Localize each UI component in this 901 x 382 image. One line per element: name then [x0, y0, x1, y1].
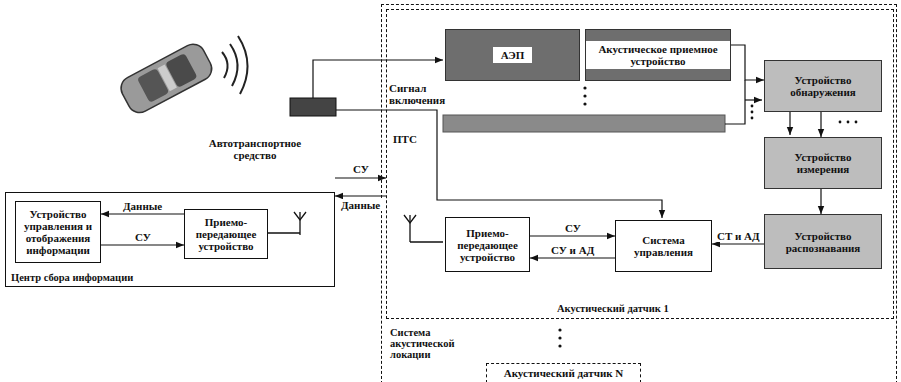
- signal-label: СУ и АД: [549, 244, 596, 256]
- signal-arrow: [101, 213, 184, 214]
- bus-arrow: [745, 99, 762, 100]
- box-label: Акустический датчик N: [504, 367, 624, 379]
- vehicle-body: [117, 40, 216, 117]
- vehicle-illustration: [117, 40, 216, 117]
- annotation-label: Автотранспортное средство: [205, 137, 305, 161]
- process-box: Акустическое приемное устройство: [585, 29, 731, 81]
- antenna-mast: [409, 215, 410, 242]
- box-label: Устройство измерения: [768, 151, 878, 175]
- antenna-feed: [267, 232, 300, 233]
- dot: [751, 105, 754, 108]
- signal-label: СУ: [133, 231, 153, 243]
- antenna: [267, 212, 306, 235]
- dot: [558, 328, 561, 331]
- dot: [751, 117, 754, 120]
- frame-title: Центр сбора информации: [11, 272, 133, 283]
- dot: [839, 121, 842, 124]
- presence-sensor: [290, 98, 336, 116]
- signal-arrow: [712, 243, 764, 244]
- signal-arrow: [820, 112, 821, 137]
- antenna-head: [404, 215, 416, 223]
- antenna: [404, 215, 443, 242]
- frame-title: Акустический датчик 1: [557, 303, 669, 314]
- bus-arrow: [789, 110, 790, 135]
- dot: [583, 94, 586, 97]
- process-box: Система управления: [615, 220, 712, 272]
- sound-wave: [222, 52, 228, 78]
- box-label: Устройство управления и отображения инфо…: [19, 208, 97, 256]
- dot: [847, 121, 850, 124]
- sensor-frame: Акустический датчик N: [486, 363, 641, 382]
- signal-arrow: [101, 244, 184, 245]
- box-label: Приемо-передающее устройство: [449, 227, 526, 263]
- antenna-head: [294, 212, 306, 220]
- dot: [583, 102, 586, 105]
- signal-arrow: [731, 45, 764, 80]
- dot: [751, 111, 754, 114]
- process-box: Устройство измерения: [764, 137, 882, 189]
- dot: [558, 336, 561, 339]
- sound-wave: [230, 44, 238, 86]
- sensor-frame: Акустический датчик 1 АЭП Акустическое при…: [386, 9, 894, 319]
- frame-title: Система акустической локации: [390, 327, 470, 360]
- repeated-receiver-row: [443, 115, 725, 132]
- dot: [583, 86, 586, 89]
- dot: [855, 121, 858, 124]
- annotation-label: ПТС: [393, 133, 417, 145]
- signal-label: СУ: [563, 222, 583, 234]
- vehicle-roof: [158, 65, 177, 92]
- box-label: Приемо-передающее устройство: [188, 216, 264, 252]
- signal-label: Данные: [339, 199, 382, 211]
- box-label: Система управления: [619, 234, 708, 258]
- signal-arrow: [530, 235, 615, 236]
- process-box: АЭП: [445, 29, 580, 81]
- box-label: Устройство обнаружения: [768, 74, 878, 98]
- bus-wire: [725, 80, 745, 124]
- box-label: Акустическое приемное устройство: [586, 41, 730, 69]
- signal-label: СТ и АД: [715, 230, 762, 242]
- process-box: Устройство управления и отображения инфо…: [15, 201, 101, 263]
- process-box: Устройство распознавания: [764, 214, 882, 269]
- dot: [558, 344, 561, 347]
- antenna-mast: [299, 212, 300, 235]
- signal-label: СУ: [351, 163, 371, 175]
- signal-arrow: [820, 189, 821, 214]
- box-label: АЭП: [493, 47, 533, 63]
- sound-wave: [238, 36, 248, 94]
- annotation-label: Сигнал включения: [389, 82, 449, 106]
- signal-label: Данные: [121, 200, 164, 212]
- process-box: Приемо-передающее устройство: [445, 217, 530, 272]
- process-box: Приемо-передающее устройство: [184, 209, 268, 259]
- signal-arrow: [335, 195, 386, 196]
- box-label: Устройство распознавания: [768, 230, 878, 254]
- center-frame: Центр сбора информации Устройство управле…: [5, 192, 335, 287]
- sound-waves: [222, 36, 248, 94]
- system-frame: Система акустической локацииАкустический…: [381, 4, 897, 382]
- signal-arrow: [530, 257, 615, 258]
- signal-arrow: [335, 177, 386, 178]
- antenna-feed: [410, 241, 443, 242]
- process-box: Устройство обнаружения: [764, 60, 882, 112]
